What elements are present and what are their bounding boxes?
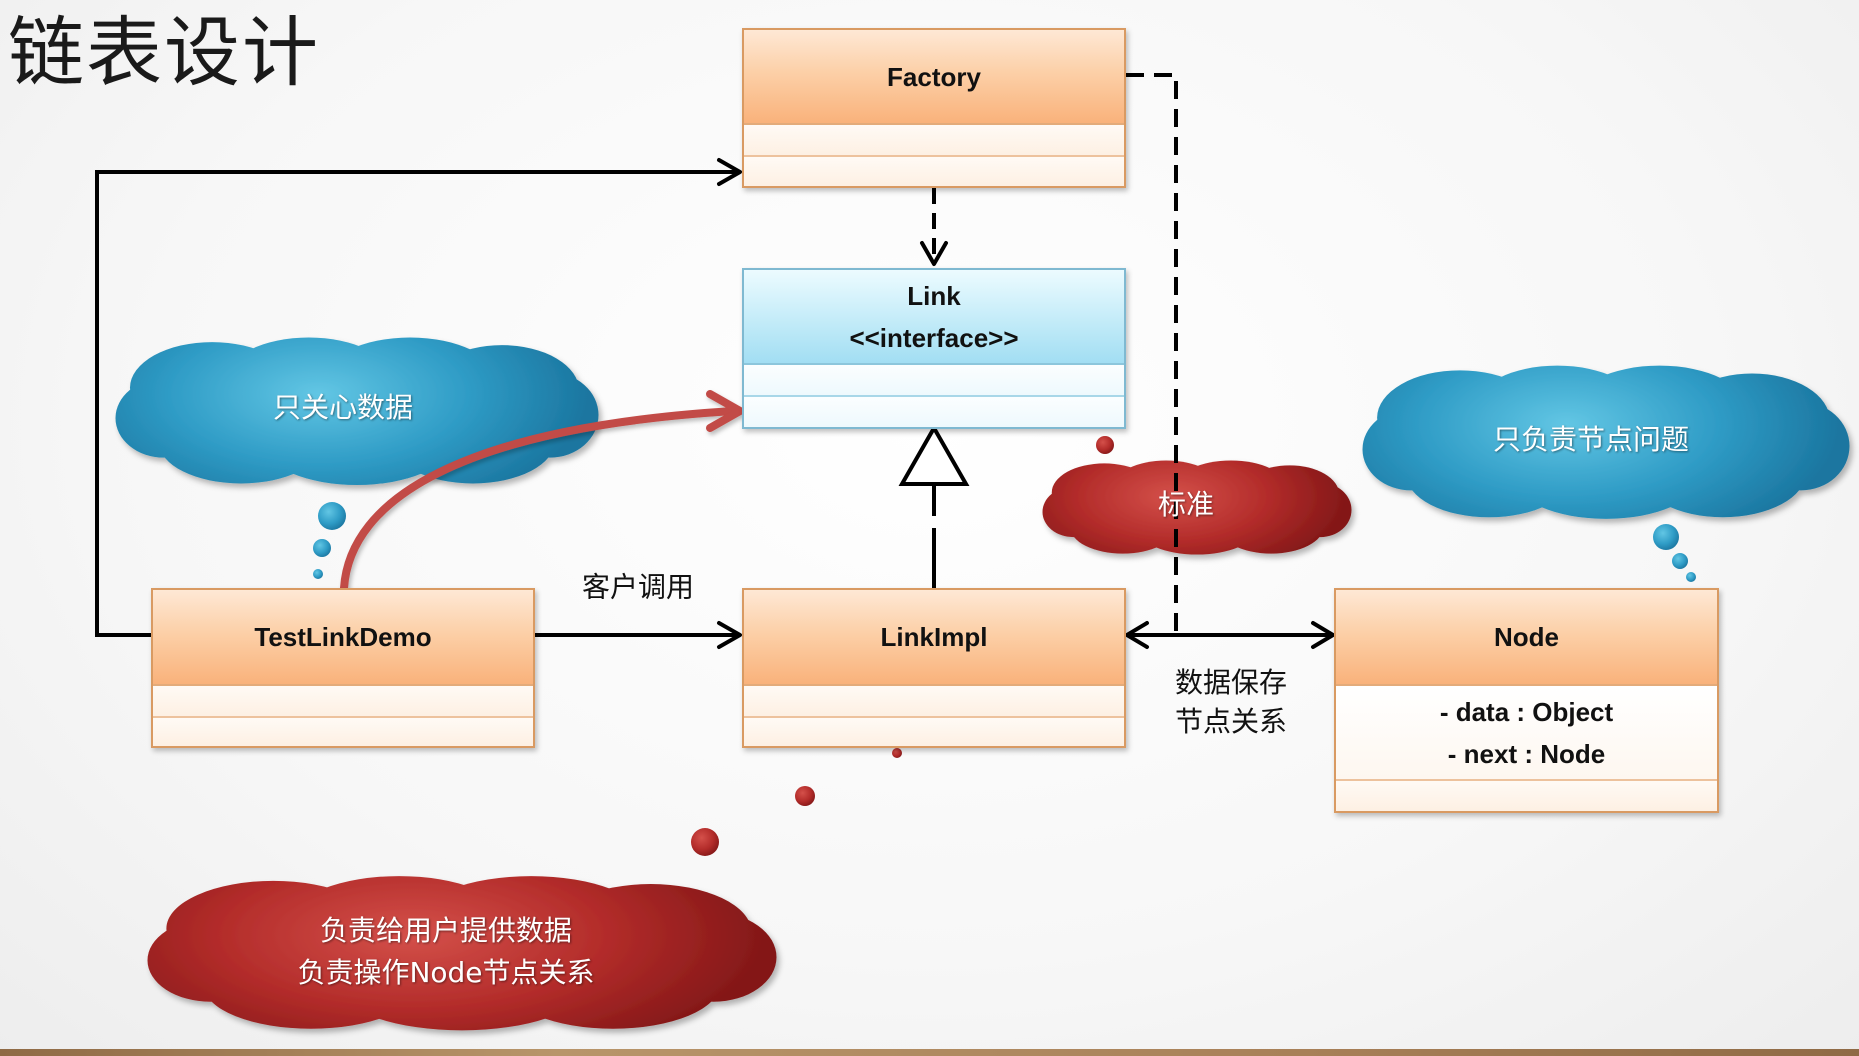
cloud-lobe	[1218, 499, 1324, 554]
class-name: Node	[1494, 622, 1559, 652]
methods-compartment	[1336, 781, 1717, 811]
attributes-compartment	[744, 686, 1124, 718]
class-node-header: Node	[1336, 590, 1717, 686]
cloud-only-node-issues	[1362, 365, 1850, 519]
client-call-label: 客户调用	[582, 568, 694, 607]
stereotype: <<interface>>	[849, 322, 1019, 353]
node-storage-line-1: 数据保存	[1174, 666, 1288, 699]
note-arrow	[340, 390, 744, 592]
attributes-compartment	[744, 125, 1124, 157]
attribute-data: - data : Object	[1439, 696, 1614, 727]
factory-node-dependency	[1126, 73, 1178, 635]
callout-responsibilities: 负责给用户提供数据 负责操作Node节点关系	[297, 910, 594, 994]
class-test-link-demo-header: TestLinkDemo	[153, 590, 533, 686]
class-test-link-demo[interactable]: TestLinkDemo	[151, 588, 535, 748]
cloud-lobe	[390, 398, 556, 484]
note-arrow-curve	[340, 407, 737, 592]
thought-bubble	[892, 748, 902, 758]
thought-bubble	[691, 828, 719, 856]
interface-link-header: Link <<interface>>	[744, 270, 1124, 365]
thought-bubble	[795, 786, 815, 806]
node-association-arrowhead-left	[1125, 621, 1149, 649]
node-storage-line-2: 节点关系	[1174, 705, 1288, 738]
callout-text-line-2: 负责操作Node节点关系	[297, 956, 595, 989]
realization-triangle	[898, 423, 970, 486]
attributes-compartment: - data : Object - next : Node	[1336, 686, 1717, 781]
class-link-impl-header: LinkImpl	[744, 590, 1124, 686]
client-call-arrowhead	[717, 621, 742, 649]
note-arrow-head	[706, 390, 744, 432]
class-name: Link	[907, 280, 961, 311]
thought-bubbles-responsibilities	[691, 748, 902, 856]
attributes-compartment	[153, 686, 533, 718]
thought-bubble	[313, 539, 331, 557]
node-storage-label: 数据保存 节点关系	[1175, 663, 1287, 741]
cloud-only-care-data	[115, 337, 599, 485]
class-factory[interactable]: Factory	[742, 28, 1126, 188]
callout-text: 只关心数据	[272, 391, 414, 424]
cloud-lobe	[1640, 428, 1806, 518]
slide-title: 链表设计	[8, 8, 320, 97]
attribute-next: - next : Node	[1447, 738, 1606, 769]
class-name: LinkImpl	[880, 622, 988, 652]
thought-bubble	[1096, 436, 1114, 454]
callout-standard: 标准	[1158, 484, 1214, 526]
methods-compartment	[744, 718, 1124, 746]
attributes-compartment	[744, 365, 1124, 397]
node-association-arrowhead-right	[1311, 621, 1335, 649]
cloud-lobe	[506, 939, 720, 1029]
factory-link-arrowhead	[920, 241, 948, 266]
thought-bubble	[318, 502, 346, 530]
thought-bubble	[313, 569, 323, 579]
callout-text-line-1: 负责给用户提供数据	[319, 914, 573, 947]
factory-usage-connector	[95, 170, 738, 637]
thought-bubble	[1672, 553, 1688, 569]
thought-bubble	[1653, 524, 1679, 550]
class-link-impl[interactable]: LinkImpl	[742, 588, 1126, 748]
methods-compartment	[744, 157, 1124, 186]
cloud-responsibilities	[147, 876, 777, 1031]
class-name: TestLinkDemo	[254, 622, 432, 652]
interface-link[interactable]: Link <<interface>>	[742, 268, 1126, 429]
class-node[interactable]: Node - data : Object - next : Node	[1334, 588, 1719, 813]
class-name: Factory	[887, 61, 981, 92]
callout-only-node-issues: 只负责节点问题	[1493, 419, 1689, 461]
factory-usage-arrowhead	[717, 158, 742, 186]
thought-bubble	[1686, 572, 1696, 582]
thought-bubbles-only-care-data	[313, 502, 346, 579]
callout-text: 标准	[1157, 488, 1215, 521]
cloud-standard	[1042, 460, 1352, 555]
slide-bottom-border	[0, 1049, 1859, 1056]
callout-only-care-data: 只关心数据	[273, 387, 413, 429]
client-call-text: 客户调用	[581, 570, 695, 604]
thought-bubbles-only-node-issues	[1653, 524, 1696, 582]
class-factory-header: Factory	[744, 30, 1124, 125]
methods-compartment	[744, 397, 1124, 427]
callout-text: 只负责节点问题	[1492, 423, 1690, 456]
methods-compartment	[153, 718, 533, 746]
